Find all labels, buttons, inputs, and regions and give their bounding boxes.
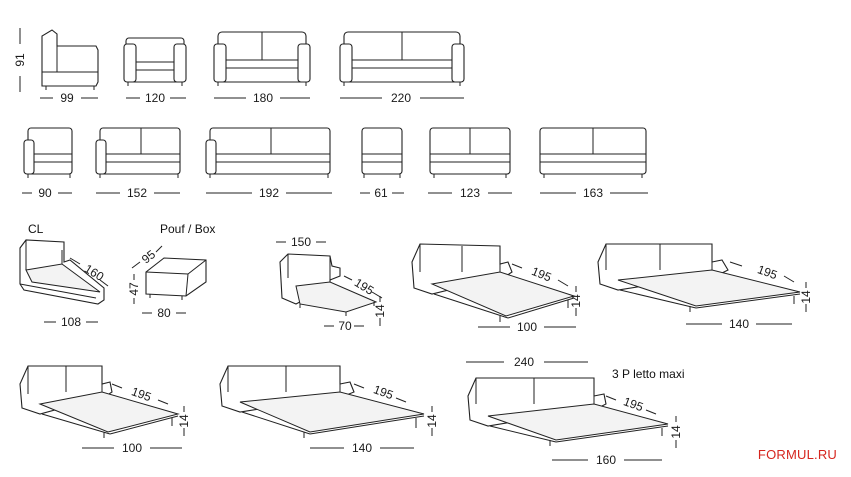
dim-width-123: 123 [428,186,512,200]
dim-width-152: 152 [96,186,180,200]
dim-bed4-100: 100 [82,441,182,455]
dim-cl-108: 108 [44,315,98,329]
dim-width-192: 192 [206,186,332,200]
dim-label-99: 99 [60,91,74,105]
dim-bed5-14: 14 [425,406,439,436]
dim-pouf-80: 80 [142,306,186,320]
module-61 [361,127,403,178]
dim-bed2-100: 100 [478,320,576,334]
dim-label-bed4-100: 100 [122,441,142,455]
dim-width-220: 220 [340,91,464,105]
dim-label-bed2-100: 100 [517,320,537,334]
dim-label-pouf-47: 47 [127,282,141,296]
dim-label-163: 163 [583,186,603,200]
dim-pouf-47: 47 [127,274,141,304]
dim-label-bed4-14: 14 [177,414,191,428]
dim-bed2-14: 14 [569,286,583,316]
armchair-front-120 [123,37,187,86]
dim-label-bed6-14: 14 [669,425,683,439]
dim-label-192: 192 [259,186,279,200]
dim-label-cl-108: 108 [61,315,81,329]
dim-bed6-160: 160 [552,453,662,467]
dim-label-bed1-150: 150 [291,235,311,249]
dim-bed4-14: 14 [177,406,191,436]
dim-label-pouf-80: 80 [157,306,171,320]
label-pouf-box: Pouf / Box [160,222,215,236]
module-123 [429,127,511,178]
dim-width-90: 90 [22,186,72,200]
dim-label-91: 91 [13,53,27,67]
dim-bed6-195: 195 [605,394,657,415]
dim-label-bed6-195: 195 [622,394,646,414]
dim-label-pouf-95: 95 [139,247,158,266]
label-cl: CL [28,222,44,236]
dim-label-bed5-140: 140 [352,441,372,455]
dim-label-bed3-14: 14 [799,290,813,304]
module-152 [95,127,181,178]
dim-width-120: 120 [126,91,186,105]
brand-watermark: FORMUL.RU [757,447,837,462]
dim-label-120: 120 [145,91,165,105]
dim-bed3-14: 14 [799,282,813,312]
module-163 [539,127,647,178]
dim-label-bed6-240: 240 [514,355,534,369]
dim-label-bed2-14: 14 [569,294,583,308]
dim-label-bed1-70: 70 [338,319,352,333]
sofa-front-180 [213,31,311,86]
dim-width-61: 61 [360,186,404,200]
dim-bed5-140: 140 [310,441,414,455]
label-3p-letto-maxi: 3 P letto maxi [612,367,684,381]
dim-label-bed6-160: 160 [596,453,616,467]
dim-width-180: 180 [214,91,310,105]
dim-bed4-195: 195 [111,383,169,405]
dim-bed1-70: 70 [324,319,364,333]
dim-label-bed1-14: 14 [373,304,387,318]
sofa-bed-3p-letto-maxi [467,377,669,446]
module-90 [23,127,73,178]
pouf-box [145,257,207,300]
armchair-bed [279,253,378,316]
dim-label-bed3-140: 140 [729,317,749,331]
dim-bed3-195: 195 [729,261,795,283]
dim-height-91: 91 [13,28,27,92]
dim-label-bed3-195: 195 [756,262,780,282]
dim-label-bed2-195: 195 [530,264,554,285]
sofa-front-220 [339,31,465,86]
dim-label-220: 220 [391,91,411,105]
dim-label-bed4-195: 195 [130,384,154,404]
module-192 [205,127,331,178]
dim-bed1-150: 150 [276,235,326,249]
dim-label-152: 152 [127,186,147,200]
sofa-bed-140-bottom [219,365,425,438]
dim-label-180: 180 [253,91,273,105]
armchair-side-view [41,29,99,90]
dim-label-bed5-14: 14 [425,414,439,428]
dim-label-123: 123 [460,186,480,200]
dim-width-163: 163 [540,186,648,200]
sofa-bed-140-top [597,243,801,312]
dim-label-61: 61 [374,186,388,200]
dim-bed1-14: 14 [373,296,387,326]
dim-label-bed5-195: 195 [372,382,396,402]
dim-bed5-195: 195 [353,382,407,403]
dim-bed6-240: 240 [466,355,588,369]
sofa-bed-100 [411,243,576,322]
dim-bed6-14: 14 [669,416,683,448]
sofa-bed-100-bottom [19,365,180,438]
dim-bed3-140: 140 [686,317,792,331]
dim-label-90: 90 [38,186,52,200]
dim-width-99: 99 [40,91,98,105]
chaise-longue-cl [19,239,105,305]
